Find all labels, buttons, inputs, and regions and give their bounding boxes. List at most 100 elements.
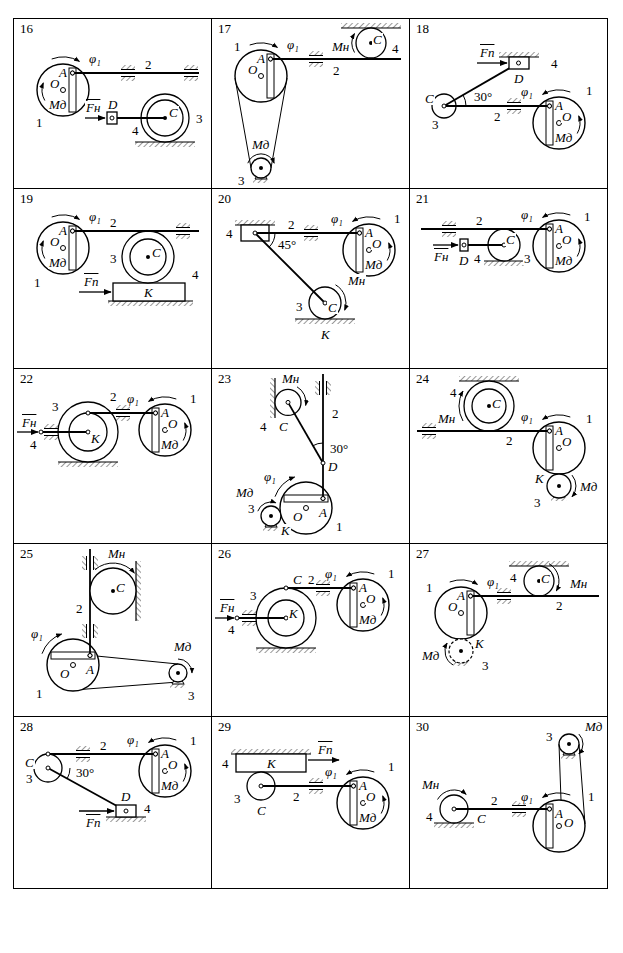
part-label: K — [320, 328, 331, 341]
part-label: O — [447, 600, 458, 613]
part-label: O — [563, 816, 574, 829]
mechanism-22 — [17, 397, 191, 467]
panel-number: 17 — [218, 22, 231, 36]
part-label: 1 — [189, 392, 198, 405]
part-label: Mд — [235, 486, 254, 499]
panel-frame: 24 — [409, 368, 608, 544]
panel-number: 27 — [416, 547, 429, 561]
part-label: Mн — [347, 274, 366, 287]
part-label: 3 — [523, 252, 532, 265]
part-label: D — [107, 98, 118, 111]
part-label: 3 — [195, 112, 204, 125]
mechanism-29 — [231, 749, 389, 829]
part-label: 4 — [391, 42, 400, 55]
part-label: 4 — [227, 623, 236, 636]
part-label: 1 — [33, 276, 42, 289]
part-label: O — [167, 417, 178, 430]
part-label: 3 — [109, 252, 118, 265]
part-label: φ₁ — [126, 392, 140, 405]
part-label: C — [168, 106, 179, 119]
part-label: Mд — [173, 640, 192, 653]
mechanism-20 — [235, 217, 395, 324]
part-label: Mд — [579, 480, 598, 493]
part-label: D — [120, 790, 131, 803]
part-label: 1 — [35, 687, 44, 700]
part-label: Mн — [107, 547, 126, 560]
part-label: φ₁ — [324, 567, 338, 580]
part-label: 1 — [335, 520, 344, 533]
panel-number: 22 — [20, 372, 33, 386]
part-label: C — [151, 246, 162, 259]
panel-number: 25 — [20, 547, 33, 561]
part-label: 3 — [51, 400, 60, 413]
part-label: 3 — [533, 496, 542, 509]
mechanism-25 — [42, 549, 192, 691]
part-label: Fп — [83, 275, 99, 288]
part-label: φ₁ — [520, 790, 534, 803]
mechanism-26 — [215, 572, 389, 653]
part-label: D — [327, 460, 338, 473]
panel-frame: 28 — [13, 716, 212, 889]
part-label: K — [288, 607, 299, 620]
part-label: O — [49, 77, 60, 90]
part-label: Mд — [48, 98, 67, 111]
part-label: 4 — [425, 810, 434, 823]
mechanism-17 — [235, 23, 401, 183]
panel-frame: 27 — [409, 543, 608, 717]
mechanism-28 — [34, 738, 191, 822]
mechanism-27 — [435, 561, 599, 666]
panel-number: 26 — [218, 547, 231, 561]
part-label: Fп — [317, 743, 333, 756]
part-label: Mд — [421, 649, 440, 662]
part-label: φ₁ — [263, 470, 277, 483]
panel-number: 30 — [416, 720, 429, 734]
part-label: 3 — [249, 589, 258, 602]
part-label: C — [540, 572, 551, 585]
panel-frame: 20 — [211, 188, 410, 369]
part-label: φ₁ — [30, 627, 44, 640]
part-label: φ₁ — [126, 733, 140, 746]
part-label: O — [365, 592, 376, 605]
part-label: C — [24, 756, 35, 769]
part-label: Fн — [219, 601, 235, 614]
part-label: 30° — [75, 766, 95, 779]
part-label: φ₁ — [520, 208, 534, 221]
part-label: 3 — [295, 300, 304, 313]
part-label: φ₁ — [286, 38, 300, 51]
part-label: Mд — [160, 438, 179, 451]
part-label: φ₁ — [520, 410, 534, 423]
part-label: φ₁ — [324, 765, 338, 778]
part-label: C — [505, 233, 516, 246]
panel-number: 24 — [416, 372, 429, 386]
part-label: Mд — [160, 779, 179, 792]
part-label: 1 — [425, 581, 434, 594]
part-label: C — [476, 812, 487, 825]
part-label: 1 — [587, 790, 596, 803]
part-label: K — [534, 472, 545, 485]
part-label: O — [561, 435, 572, 448]
part-label: Fн — [85, 101, 101, 114]
panel-number: 19 — [20, 192, 33, 206]
part-label: 45° — [277, 238, 297, 251]
part-label: 2 — [99, 739, 108, 752]
part-label: 30° — [473, 90, 493, 103]
part-label: 3 — [237, 174, 246, 187]
part-label: 2 — [144, 58, 153, 71]
panel-number: 16 — [20, 22, 33, 36]
part-label: C — [256, 804, 267, 817]
part-label: 1 — [585, 412, 594, 425]
part-label: Mн — [281, 372, 300, 385]
part-label: 2 — [475, 214, 484, 227]
part-label: C — [491, 397, 502, 410]
mechanism-16 — [37, 57, 199, 147]
part-label: Mн — [569, 577, 588, 590]
part-label: A — [85, 663, 95, 676]
part-label: 3 — [545, 730, 554, 743]
part-label: O — [371, 237, 382, 250]
part-label: 2 — [292, 790, 301, 803]
panel-frame: 26 — [211, 543, 410, 717]
part-label: 2 — [493, 110, 502, 123]
part-label: φ₁ — [486, 575, 500, 588]
part-label: 4 — [509, 571, 518, 584]
